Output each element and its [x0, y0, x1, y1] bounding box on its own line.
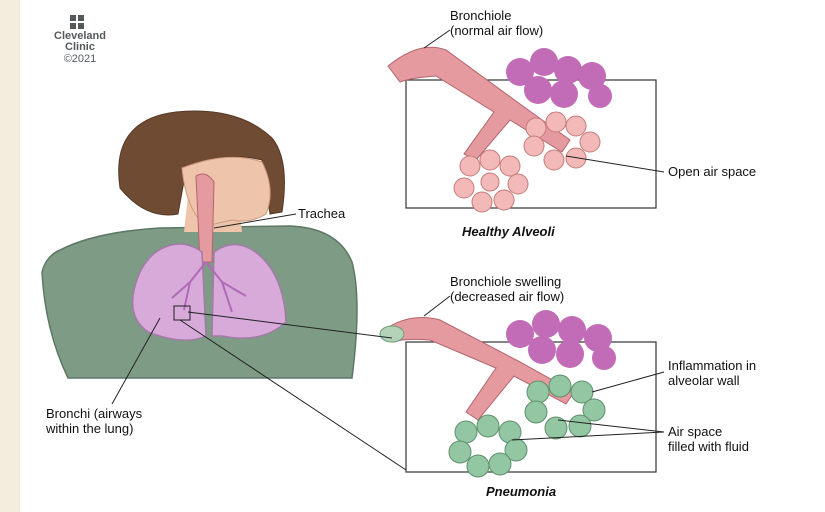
logo-name-line2: Clinic — [44, 42, 116, 53]
pneumonia-inset — [380, 310, 656, 477]
label-bronchiole-normal: Bronchiole (normal air flow) — [450, 8, 543, 38]
label-trachea: Trachea — [298, 206, 345, 221]
label-inflammation: Inflammation in alveolar wall — [668, 358, 756, 388]
person-illustration — [42, 111, 357, 378]
caption-healthy-alveoli: Healthy Alveoli — [462, 224, 555, 239]
healthy-alveoli-inset — [388, 47, 656, 212]
caption-pneumonia: Pneumonia — [486, 484, 556, 499]
label-open-air-space: Open air space — [668, 164, 756, 179]
logo: Cleveland Clinic ©2021 — [44, 14, 116, 65]
label-air-space-fluid: Air space filled with fluid — [668, 424, 749, 454]
logo-copyright: ©2021 — [44, 53, 116, 65]
label-bronchiole-swelling: Bronchiole swelling (decreased air flow) — [450, 274, 564, 304]
label-bronchi: Bronchi (airways within the lung) — [46, 406, 142, 436]
